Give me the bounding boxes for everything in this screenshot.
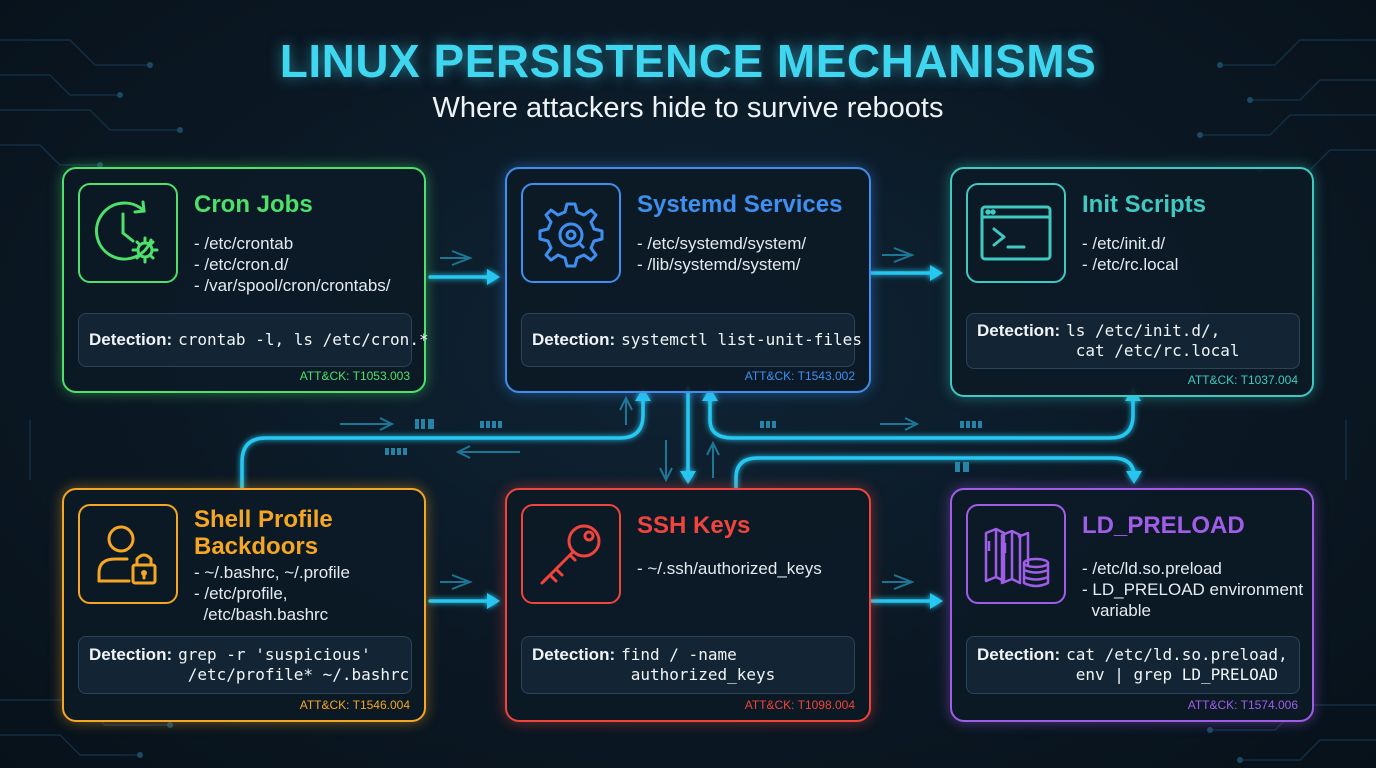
gear-icon [521,183,621,283]
attck-id: ATT&CK: T1543.002 [744,369,855,383]
path-item: - /etc/ld.so.preload [1082,559,1222,578]
detection-box: Detection: crontab -l, ls /etc/cron.* [78,313,429,367]
path-item: - /etc/profile, [194,584,288,603]
path-item: - /var/spool/cron/crontabs/ [194,276,391,295]
path-item: - /etc/systemd/system/ [637,234,807,253]
detection-command: cat /etc/ld.so.preload, env | grep LD_PR… [1066,645,1288,684]
detection-command: find / -name authorized_keys [621,645,776,684]
detection-command: crontab -l, ls /etc/cron.* [178,330,429,349]
path-list: - ~/.bashrc, ~/.profile - /etc/profile, … [194,562,350,625]
detection-box: Detection: systemctl list-unit-files [521,313,862,367]
path-item: - /etc/cron.d/ [194,255,289,274]
detection-label: Detection: [89,330,173,349]
card-title: Init Scripts [1082,191,1207,218]
attck-id: ATT&CK: T1546.004 [299,698,410,712]
connector-ssh-ld-bus [734,456,1136,490]
detection-box: Detection: find / -name authorized_keys [521,636,855,694]
detection-label: Detection: [89,645,173,664]
path-item: /etc/bash.bashrc [194,605,329,624]
detection-box: Detection: ls /etc/init.d/, cat /etc/rc.… [966,313,1300,369]
card-title: Systemd Services [637,191,843,218]
card-title: LD_PRELOAD [1082,512,1245,539]
card-cron-jobs: Cron Jobs - /etc/crontab - /etc/cron.d/ … [62,167,429,393]
path-list: - ~/.ssh/authorized_keys [637,558,822,579]
path-item: - /etc/rc.local [1082,255,1179,274]
card-title: Cron Jobs [194,191,313,218]
path-list: - /etc/crontab - /etc/cron.d/ - /var/spo… [194,233,391,296]
detection-box: Detection: grep -r 'suspicious' /etc/pro… [78,636,412,694]
card-ssh-keys: SSH Keys - ~/.ssh/authorized_keys Detect… [505,488,871,722]
path-list: - /etc/ld.so.preload - LD_PRELOAD enviro… [1082,558,1303,621]
card-title: Shell Profile Backdoors [194,506,333,560]
path-item: - /lib/systemd/system/ [637,255,801,274]
terminal-icon [966,183,1066,283]
user-lock-icon [78,504,178,604]
card-title: SSH Keys [637,512,751,539]
path-list: - /etc/systemd/system/ - /lib/systemd/sy… [637,233,806,275]
path-item: - /etc/init.d/ [1082,234,1166,253]
path-item: - ~/.bashrc, ~/.profile [194,563,350,582]
path-item: variable [1082,601,1151,620]
path-item: - LD_PRELOAD environment [1082,580,1304,599]
path-item: - /etc/crontab [194,234,294,253]
path-list: - /etc/init.d/ - /etc/rc.local [1082,233,1178,275]
page-title: LINUX PERSISTENCE MECHANISMS [279,35,1097,87]
detection-box: Detection: cat /etc/ld.so.preload, env |… [966,636,1300,694]
clock-gear-icon [78,183,178,283]
library-database-icon [966,504,1066,604]
card-ld-preload: LD_PRELOAD - /etc/ld.so.preload - LD_PRE… [950,488,1314,722]
detection-label: Detection: [977,321,1061,340]
detection-command: systemctl list-unit-files [621,330,862,349]
detection-command: grep -r 'suspicious' /etc/profile* ~/.ba… [178,645,410,684]
attck-id: ATT&CK: T1574.006 [1187,698,1298,712]
attck-id: ATT&CK: T1098.004 [744,698,855,712]
detection-label: Detection: [532,330,616,349]
connector-shell-systemd [240,396,645,490]
detection-label: Detection: [977,645,1061,664]
page-subtitle: Where attackers hide to survive reboots [432,92,944,124]
card-systemd-services: Systemd Services - /etc/systemd/system/ … [505,167,871,393]
key-icon [521,504,621,604]
card-init-scripts: Init Scripts - /etc/init.d/ - /etc/rc.lo… [950,167,1314,397]
path-item: - ~/.ssh/authorized_keys [637,559,822,578]
attck-id: ATT&CK: T1053.003 [299,369,410,383]
detection-label: Detection: [532,645,616,664]
card-shell-profile-backdoors: Shell Profile Backdoors - ~/.bashrc, ~/.… [62,488,426,722]
detection-command: ls /etc/init.d/, cat /etc/rc.local [1066,321,1240,360]
attck-id: ATT&CK: T1037.004 [1187,373,1298,387]
connector-systemd-init-bus [708,396,1135,440]
